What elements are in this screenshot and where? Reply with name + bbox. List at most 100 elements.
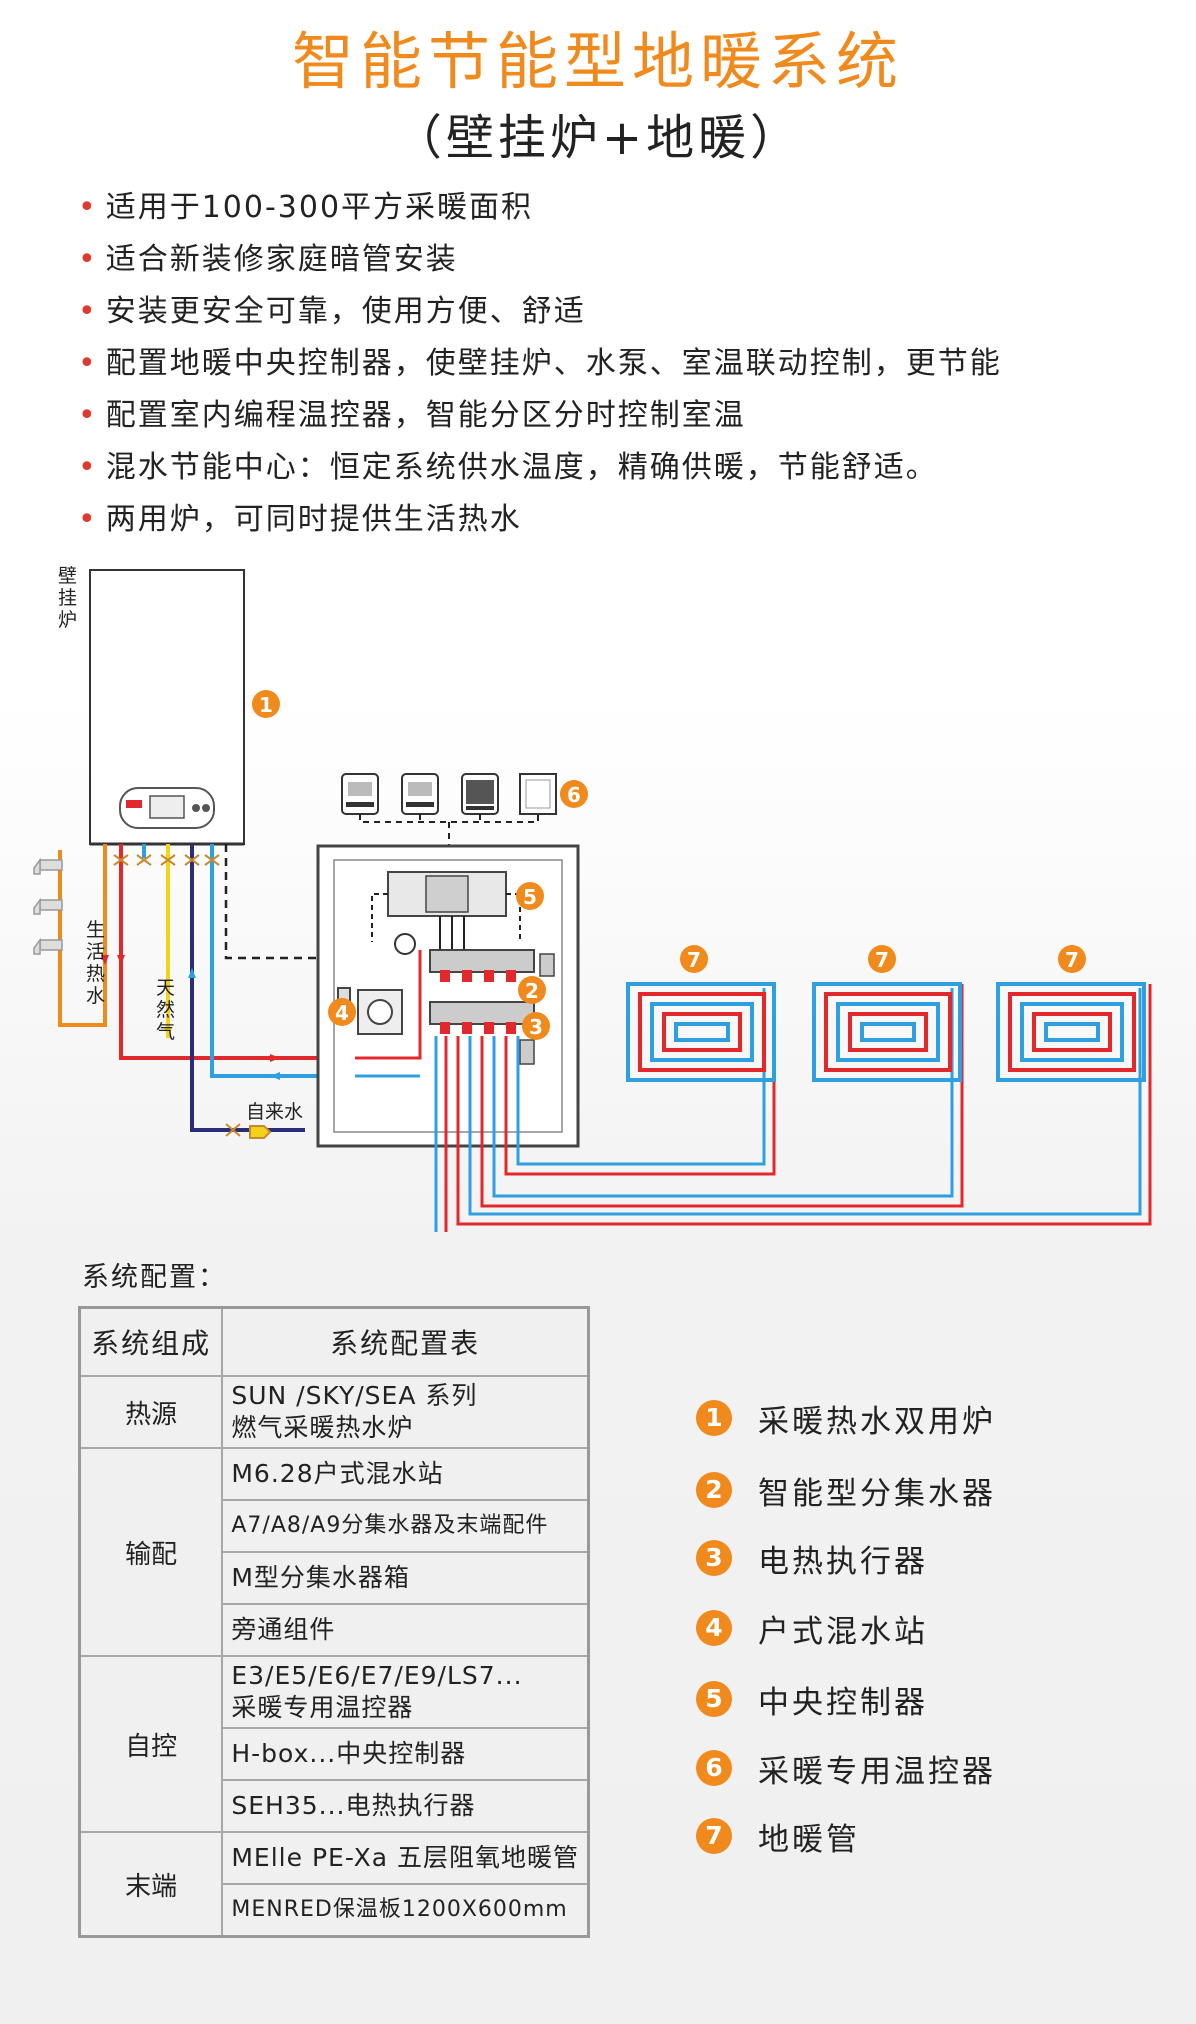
feature-item: •配置地暖中央控制器，使壁挂炉、水泵、室温联动控制，更节能 <box>78 346 1002 381</box>
faucet-icons <box>33 857 63 955</box>
table-row: MENRED保温板1200X600mm <box>80 1883 590 1938</box>
feature-item: •两用炉，可同时提供生活热水 <box>78 502 522 537</box>
table-header-cell: 系统组成 <box>78 1306 224 1377</box>
badge-loop: 7 <box>1058 945 1086 973</box>
system-diagram: 壁 挂 炉 1 <box>33 565 1152 1232</box>
config-label: 系统配置： <box>82 1262 227 1293</box>
bullet-icon: • <box>78 346 98 381</box>
badge-boiler: 1 <box>252 690 280 718</box>
item-cell: SEH35...电热执行器 <box>221 1779 590 1833</box>
number-badge: 6 <box>696 1750 732 1786</box>
thermostat-icon <box>519 773 557 815</box>
svg-text:水: 水 <box>86 985 105 1007</box>
item-cell: M型分集水器箱 <box>221 1551 590 1605</box>
tap-valve <box>225 1123 272 1139</box>
svg-text:7: 7 <box>1065 948 1079 972</box>
boiler-unit <box>89 569 245 846</box>
number-badge: 2 <box>696 1472 732 1508</box>
bullet-icon: • <box>78 398 98 433</box>
thermostat-icon <box>461 773 499 815</box>
page-title: 智能节能型地暖系统 <box>291 25 904 98</box>
svg-text:7: 7 <box>875 948 889 972</box>
table-header-cell: 系统配置表 <box>221 1306 590 1377</box>
hot-water-label: 生 活 热 水 <box>86 919 105 1007</box>
number-badge: 1 <box>696 1400 732 1436</box>
floor-coil <box>996 982 1146 1082</box>
svg-text:4: 4 <box>335 1001 349 1025</box>
table-row: 自控 E3/E5/E6/E7/E9/LS7...采暖专用温控器 <box>78 1655 590 1833</box>
svg-text:天: 天 <box>156 977 175 999</box>
table-row: A7/A8/A9分集水器及末端配件 <box>80 1499 590 1553</box>
badge-controller: 5 <box>516 882 544 910</box>
item-cell: M6.28户式混水站 <box>221 1447 590 1501</box>
table-row: 旁通组件 <box>80 1603 590 1657</box>
number-badge: 3 <box>696 1540 732 1576</box>
thermostat-icon <box>401 773 439 815</box>
group-cell: 输配 <box>78 1447 224 1657</box>
badge-mixing-station: 4 <box>328 998 356 1026</box>
bullet-icon: • <box>78 190 98 225</box>
feature-item: •适合新装修家庭暗管安装 <box>78 242 458 277</box>
svg-text:气: 气 <box>156 1021 175 1043</box>
control-wire <box>224 844 334 960</box>
svg-text:炉: 炉 <box>58 609 77 631</box>
table-row: 输配 M6.28户式混水站 <box>78 1447 590 1657</box>
table-row: 末端 MElle PE-Xa 五层阻氧地暖管 <box>78 1831 590 1938</box>
table-row: H-box...中央控制器 <box>80 1727 590 1781</box>
item-cell: MENRED保温板1200X600mm <box>221 1883 590 1938</box>
item-cell: E3/E5/E6/E7/E9/LS7...采暖专用温控器 <box>221 1655 590 1729</box>
svg-text:壁: 壁 <box>58 565 77 587</box>
badge-thermostat: 6 <box>560 780 588 808</box>
item-cell: MElle PE-Xa 五层阻氧地暖管 <box>221 1831 590 1885</box>
badge-loop: 7 <box>868 945 896 973</box>
svg-text:然: 然 <box>156 999 175 1021</box>
svg-text:活: 活 <box>86 941 105 963</box>
badge-manifold: 2 <box>518 976 546 1004</box>
item-cell: A7/A8/A9分集水器及末端配件 <box>221 1499 590 1553</box>
config-table: 系统组成 系统配置表 热源 SUN /SKY/SEA 系列燃气采暖热水炉 输配 … <box>78 1306 590 1938</box>
feature-item: •配置室内编程温控器，智能分区分时控制室温 <box>78 398 746 433</box>
number-badge: 5 <box>696 1681 732 1717</box>
svg-text:1: 1 <box>259 693 273 717</box>
svg-text:挂: 挂 <box>58 587 77 609</box>
feature-list: •适用于100-300平方采暖面积 •适合新装修家庭暗管安装 •安装更安全可靠，… <box>78 182 1002 546</box>
feature-item: •适用于100-300平方采暖面积 <box>78 190 534 225</box>
badge-actuator: 3 <box>522 1012 550 1040</box>
number-badge: 7 <box>696 1818 732 1854</box>
table-header-row: 系统组成 系统配置表 <box>78 1306 590 1377</box>
floor-coil <box>812 982 962 1082</box>
table-row: 热源 SUN /SKY/SEA 系列燃气采暖热水炉 <box>78 1375 590 1449</box>
svg-text:7: 7 <box>687 948 701 972</box>
bullet-icon: • <box>78 294 98 329</box>
page-subtitle: （壁挂炉+地暖） <box>393 110 803 166</box>
feature-item: •安装更安全可靠，使用方便、舒适 <box>78 294 586 329</box>
thermostat-icon <box>341 773 379 815</box>
bullet-icon: • <box>78 450 98 485</box>
item-cell: 旁通组件 <box>221 1603 590 1657</box>
table-row: M型分集水器箱 <box>80 1551 590 1605</box>
svg-text:2: 2 <box>525 979 539 1003</box>
floor-coil <box>626 982 776 1082</box>
pipe-valves <box>113 854 220 866</box>
thermostat-row <box>341 773 557 850</box>
item-cell: SUN /SKY/SEA 系列燃气采暖热水炉 <box>221 1375 590 1449</box>
bullet-icon: • <box>78 502 98 537</box>
tap-water-label: 自来水 <box>246 1101 303 1123</box>
item-cell: H-box...中央控制器 <box>221 1727 590 1781</box>
table-row: SEH35...电热执行器 <box>80 1779 590 1833</box>
group-cell: 自控 <box>78 1655 224 1833</box>
svg-text:6: 6 <box>567 783 581 807</box>
svg-text:生: 生 <box>86 919 105 941</box>
bullet-icon: • <box>78 242 98 277</box>
boiler-label: 壁 挂 炉 <box>58 565 77 631</box>
group-cell: 末端 <box>78 1831 224 1938</box>
svg-text:3: 3 <box>529 1015 543 1039</box>
number-badge: 4 <box>696 1610 732 1646</box>
